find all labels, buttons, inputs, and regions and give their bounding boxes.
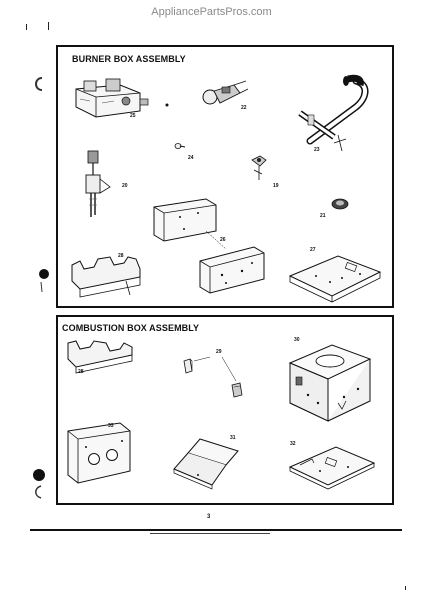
leader-line-29 <box>193 356 237 382</box>
clip-lower-drawing <box>231 382 243 398</box>
combustion-box-panel: COMBUSTION BOX ASSEMBLY 28 29 30 33 <box>56 315 394 505</box>
callout-26: 26 <box>220 237 226 243</box>
dot-mark <box>165 103 169 107</box>
clip-upper-drawing <box>183 358 193 374</box>
combustion-bracket-drawing <box>67 340 133 374</box>
panel-title-burner: BURNER BOX ASSEMBLY <box>72 54 186 64</box>
footer-rule <box>30 529 402 531</box>
callout-20: 20 <box>122 183 128 189</box>
flame-rod-drawing <box>85 150 111 217</box>
igniter-drawing <box>202 80 249 105</box>
callout-31: 31 <box>230 435 236 441</box>
callout-19: 19 <box>273 183 279 189</box>
callout-28-combustion: 28 <box>78 369 84 375</box>
callout-22: 22 <box>241 105 247 111</box>
binder-hole-middle <box>39 269 49 293</box>
gas-valve-drawing <box>75 78 149 118</box>
margin-tick <box>26 24 27 30</box>
burner-panel-lower-drawing <box>199 246 265 294</box>
limit-switch-drawing <box>331 198 349 210</box>
callout-33: 33 <box>108 423 114 429</box>
page-number: 3 <box>207 514 211 520</box>
sensor-drawing <box>251 155 267 180</box>
callout-21: 21 <box>320 213 326 219</box>
footer-rule-thin <box>150 533 270 534</box>
screw-drawing <box>174 143 186 149</box>
callout-25: 25 <box>130 113 136 119</box>
base-plate-drawing <box>288 446 376 490</box>
deflector-drawing <box>173 438 239 490</box>
callout-32: 32 <box>290 441 296 447</box>
front-panel-drawing <box>67 422 131 484</box>
binder-hole-bottom <box>33 469 45 499</box>
burner-panel-upper-drawing <box>153 198 217 242</box>
panel-title-combustion: COMBUSTION BOX ASSEMBLY <box>62 323 200 333</box>
leader-line-26 <box>205 230 227 250</box>
callout-27: 27 <box>310 247 316 253</box>
watermark: AppliancePartsPros.com <box>151 6 272 18</box>
callout-29: 29 <box>216 349 222 355</box>
callout-30: 30 <box>294 337 300 343</box>
burner-bracket-drawing <box>71 256 141 298</box>
tube-drawing <box>298 74 369 152</box>
burner-box-panel: BURNER BOX ASSEMBLY 25 22 23 24 <box>56 45 394 308</box>
margin-tick <box>405 586 406 590</box>
bottom-plate-drawing <box>288 255 382 303</box>
callout-23: 24 <box>188 155 194 161</box>
margin-tick <box>48 22 49 30</box>
callout-24: 23 <box>314 147 320 153</box>
combustion-box-drawing <box>288 344 372 422</box>
binder-mark-top <box>35 77 43 91</box>
callout-28-burner: 28 <box>118 253 124 259</box>
